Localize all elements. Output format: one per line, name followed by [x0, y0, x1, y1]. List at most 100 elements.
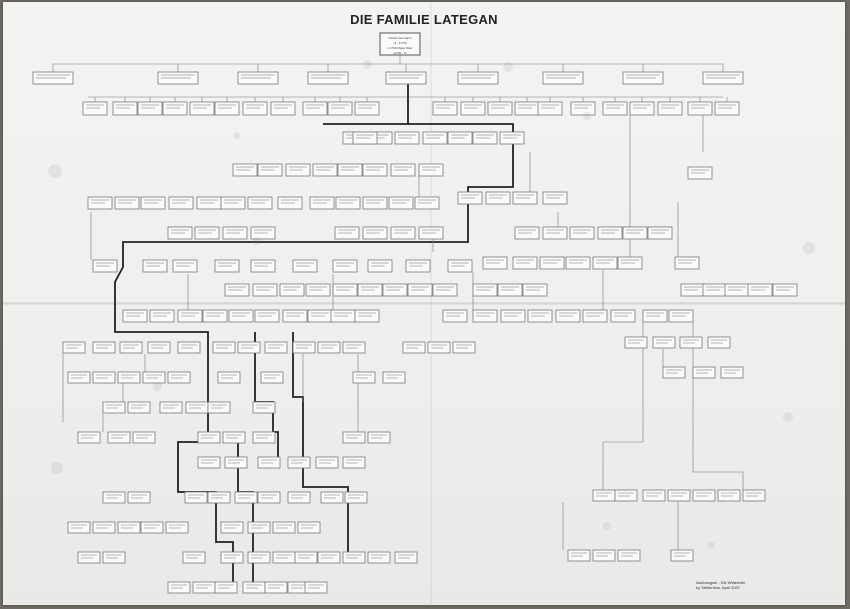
person-box [222, 431, 246, 444]
person-box [252, 431, 276, 444]
person-box [119, 341, 143, 354]
person-box [167, 581, 191, 594]
person-box [315, 456, 339, 469]
person-box [362, 226, 388, 240]
person-box [264, 581, 288, 594]
person-box [354, 101, 380, 116]
person-box [717, 489, 741, 502]
paper-spot [503, 62, 513, 72]
person-box [674, 256, 700, 270]
person-box [247, 551, 271, 564]
person-box [62, 341, 86, 354]
person-box [362, 163, 388, 177]
person-box [292, 341, 316, 354]
person-box [272, 521, 296, 534]
person-box [194, 226, 220, 240]
person-box [282, 309, 308, 323]
person-boxes [32, 71, 798, 594]
person-box [702, 71, 744, 85]
person-box [457, 71, 499, 85]
person-box [87, 196, 113, 210]
person-box [382, 283, 408, 297]
person-box [499, 131, 525, 145]
person-box [390, 163, 416, 177]
person-box [287, 491, 311, 504]
person-box [402, 341, 426, 354]
person-box [196, 196, 222, 210]
person-box [279, 283, 305, 297]
person-box [610, 309, 636, 323]
person-box [702, 283, 728, 297]
person-box [337, 163, 363, 177]
person-box [307, 71, 349, 85]
person-box [272, 551, 296, 564]
person-box [220, 521, 244, 534]
person-box [102, 491, 126, 504]
person-box [307, 309, 333, 323]
person-box [220, 196, 246, 210]
paper-spot [48, 164, 62, 178]
person-box [304, 581, 328, 594]
person-box [77, 431, 101, 444]
person-box [342, 456, 366, 469]
person-box [214, 101, 240, 116]
person-box [390, 226, 416, 240]
person-box [667, 489, 691, 502]
person-box [242, 101, 268, 116]
person-box [317, 341, 341, 354]
paper-spot [708, 542, 715, 549]
person-box [264, 341, 288, 354]
person-box [569, 226, 595, 240]
person-box [309, 196, 335, 210]
person-box [107, 431, 131, 444]
paper-spot [603, 522, 611, 530]
person-box [207, 491, 231, 504]
person-box [624, 336, 648, 349]
person-box [140, 196, 166, 210]
person-box [270, 101, 296, 116]
person-box [287, 456, 311, 469]
person-box [414, 196, 440, 210]
person-box [312, 163, 338, 177]
person-box [285, 163, 311, 177]
person-box [252, 283, 278, 297]
person-box [207, 401, 231, 414]
person-box [294, 551, 318, 564]
person-box [142, 259, 168, 273]
person-box [447, 131, 473, 145]
person-box [642, 489, 666, 502]
person-box [447, 259, 473, 273]
person-box [354, 309, 380, 323]
person-box [82, 101, 108, 116]
person-box [224, 283, 250, 297]
person-box [202, 309, 228, 323]
person-box [112, 101, 138, 116]
person-box [232, 163, 258, 177]
person-box [332, 283, 358, 297]
person-box [172, 259, 198, 273]
person-box [597, 226, 623, 240]
person-box [177, 341, 201, 354]
person-box [500, 309, 526, 323]
person-box [217, 371, 241, 384]
person-box [432, 101, 458, 116]
person-box [117, 371, 141, 384]
person-box [165, 521, 189, 534]
person-box [132, 431, 156, 444]
person-box [157, 71, 199, 85]
person-box [342, 431, 366, 444]
person-box [260, 371, 284, 384]
person-box [277, 196, 303, 210]
person-box [747, 283, 773, 297]
person-box [405, 259, 431, 273]
family-tree-poster: DIE FAMILIE LATEGAN Johann Hermann (1 - … [3, 2, 845, 605]
paper-spot [233, 132, 240, 139]
person-box [317, 551, 341, 564]
person-box [542, 71, 584, 85]
person-box [679, 336, 703, 349]
person-box [137, 101, 163, 116]
person-box [394, 131, 420, 145]
paper-spot [51, 462, 63, 474]
person-box [407, 283, 433, 297]
person-box [472, 131, 498, 145]
